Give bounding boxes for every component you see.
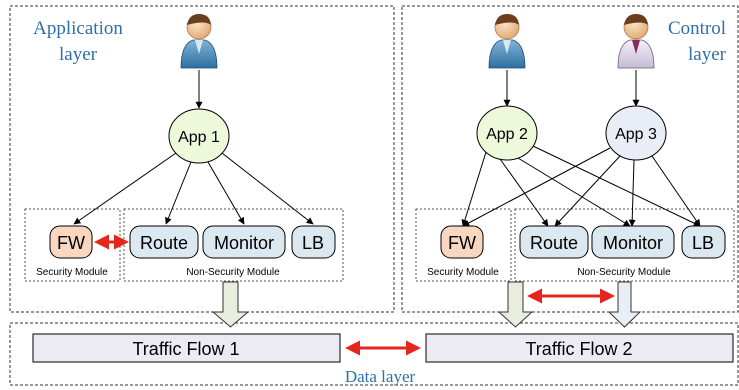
app2-node	[476, 105, 538, 161]
right-security-module-label: Security Module	[427, 267, 499, 278]
left-lb-node	[291, 225, 336, 259]
user-icon	[617, 14, 655, 69]
left-monitor-node	[202, 225, 286, 259]
right-lb-label: LB	[692, 233, 714, 253]
right-monitor-node	[591, 225, 675, 259]
left-security-module-box	[24, 208, 121, 282]
app3-label: App 3	[615, 126, 657, 143]
control-layer-box	[401, 5, 739, 313]
traffic-flow-1-box	[32, 333, 341, 363]
left-fw-node	[49, 225, 93, 259]
traffic-flow-2-label: Traffic Flow 2	[525, 339, 632, 359]
app1-label: App 1	[178, 129, 220, 146]
right-lb-node	[681, 225, 726, 259]
data-layer-label: Data layer	[345, 367, 416, 386]
left-route-node	[129, 225, 199, 259]
traffic-flow-1-label: Traffic Flow 1	[132, 339, 239, 359]
left-route-label: Route	[140, 233, 188, 253]
right-fw-label: FW	[448, 233, 476, 253]
left-monitor-label: Monitor	[214, 233, 274, 253]
right-module-to-flow2-arrow-green	[497, 281, 534, 328]
app3-node	[605, 105, 667, 161]
application-layer-box	[9, 5, 395, 313]
control-layer-label-line2: layer	[688, 44, 727, 65]
user-icon	[488, 14, 526, 69]
right-route-label: Route	[530, 233, 578, 253]
right-module-to-flow2-arrow-blue	[607, 281, 642, 328]
right-monitor-label: Monitor	[603, 233, 663, 253]
right-non-security-module-label: Non-Security Module	[577, 267, 671, 278]
application-layer-label-line2: layer	[59, 44, 98, 65]
left-non-security-module-label: Non-Security Module	[186, 267, 280, 278]
app1-node	[168, 108, 230, 164]
traffic-flow-2-box	[425, 333, 734, 363]
left-module-to-flow1-arrow	[211, 281, 250, 328]
left-lb-label: LB	[302, 233, 324, 253]
left-security-module-label: Security Module	[36, 267, 108, 278]
right-route-node	[519, 225, 589, 259]
right-fw-node	[440, 225, 484, 259]
control-layer-label-line1: Control	[668, 18, 726, 39]
user-icon	[180, 14, 218, 69]
app2-label: App 2	[486, 126, 528, 143]
right-security-module-box	[415, 208, 512, 282]
app1-fanout-arrows	[73, 152, 314, 225]
application-layer-label-line1: Application	[33, 18, 123, 39]
right-non-security-module-box	[514, 208, 735, 282]
app2-app3-fanout-arrows	[461, 145, 701, 227]
left-fw-label: FW	[57, 233, 85, 253]
